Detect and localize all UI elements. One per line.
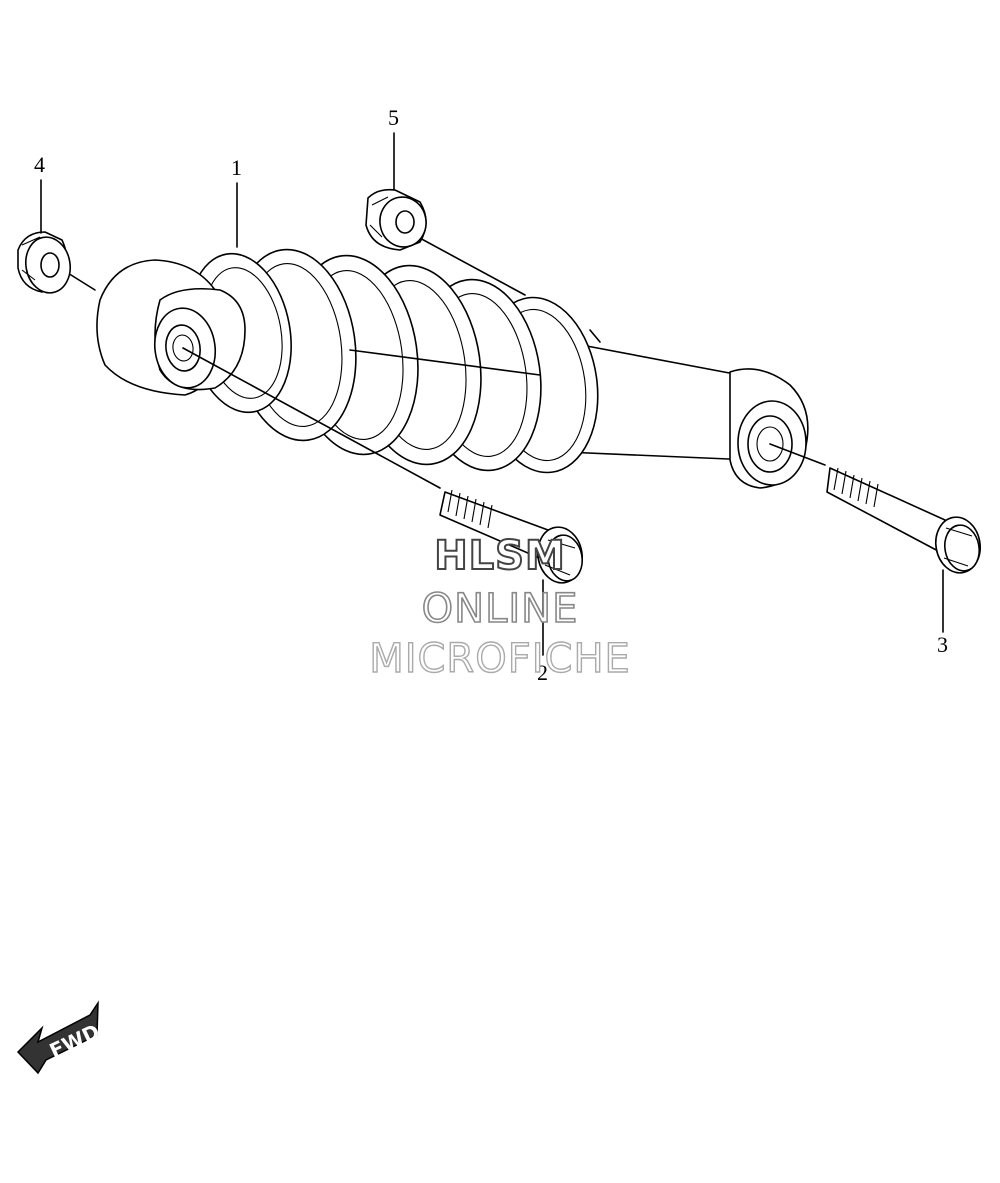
nut-part-5 [365,188,427,251]
watermark-line-1: HLSM [433,532,566,580]
callout-number: 3 [937,632,948,657]
callout-number: 1 [231,155,242,180]
callout-number: 4 [34,152,45,177]
callout-number: 2 [537,660,548,685]
bolt-part-2 [439,489,584,584]
watermark-line-3: MICROFICHE [368,635,631,682]
lower-mount-eye [729,368,809,489]
bolt-part-3 [826,467,982,574]
callout-number: 5 [388,105,399,130]
nut-part-4 [17,231,72,294]
watermark-line-2: ONLINE [421,585,579,633]
forward-direction-badge: FWD [16,1000,103,1075]
callout-leaders [40,132,944,656]
upper-mount-eye [96,259,246,396]
